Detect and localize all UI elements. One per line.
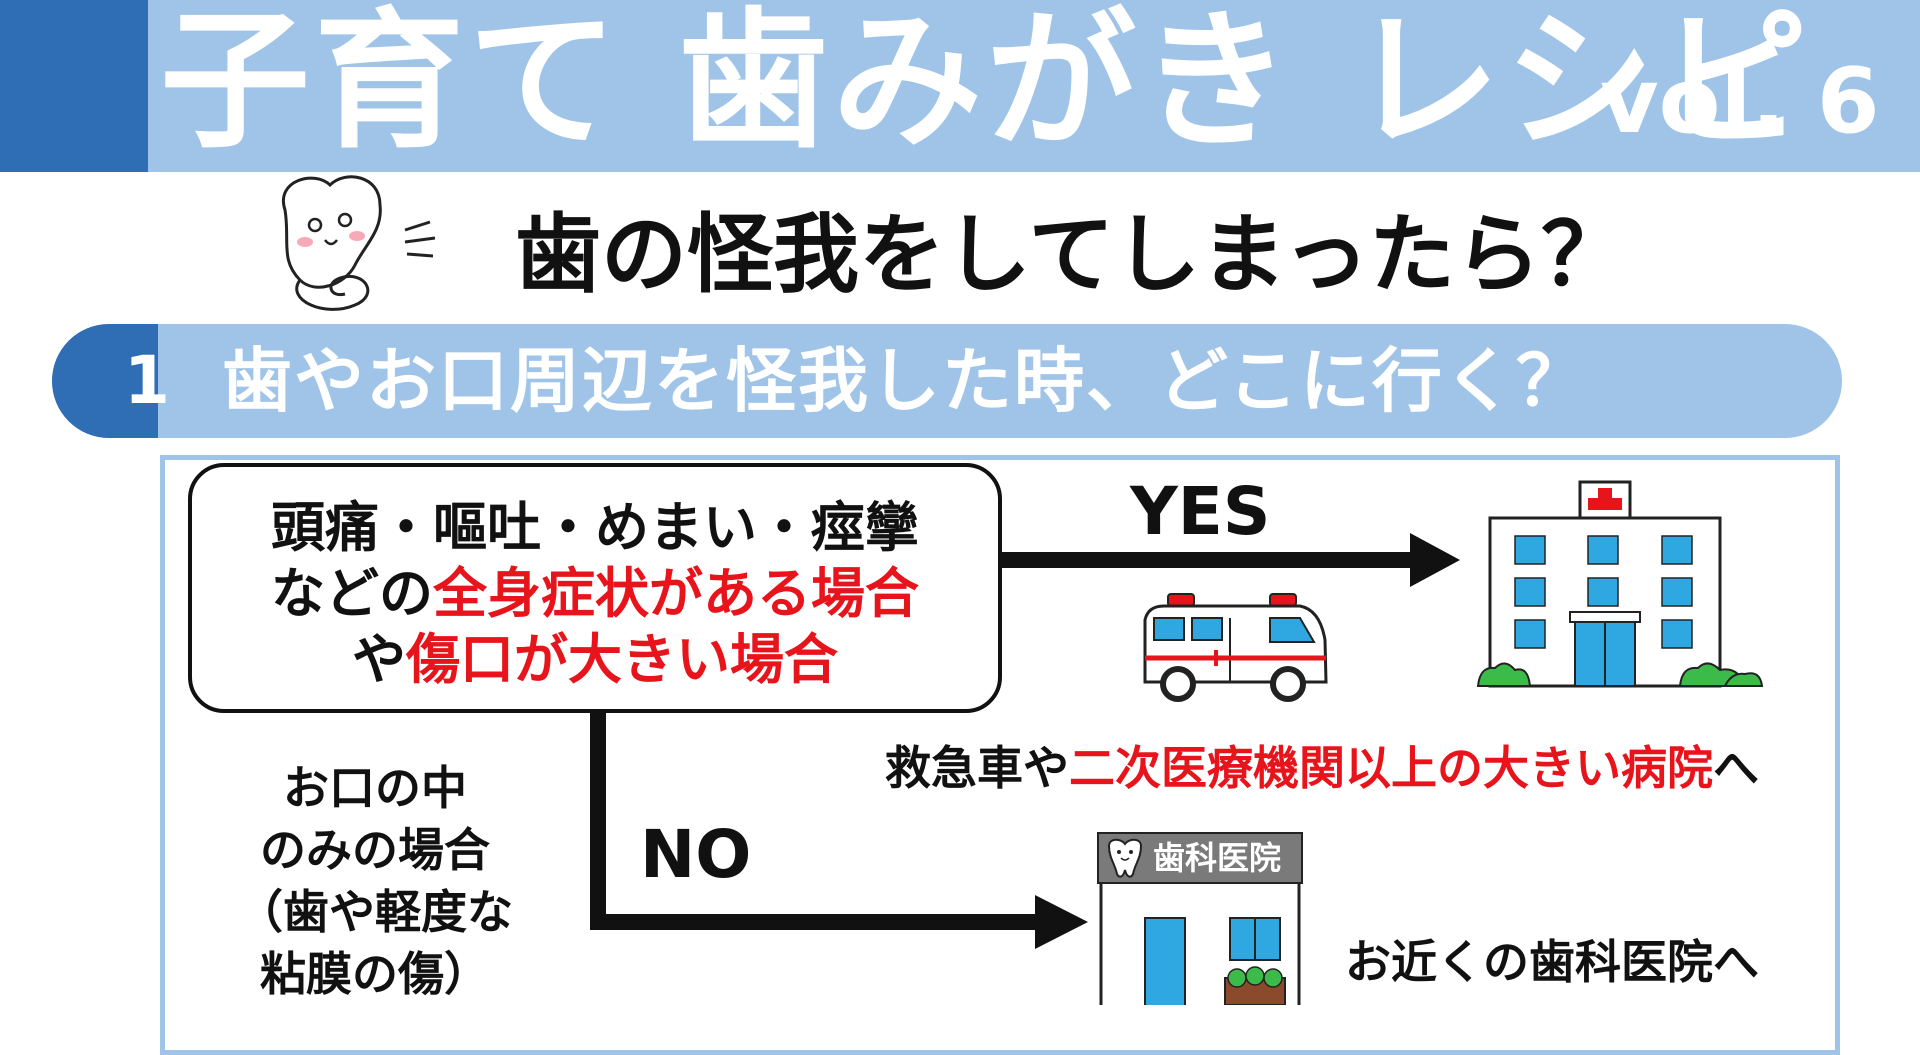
yes-destination: 救急車や二次医療機関以上の大きい病院へ bbox=[885, 733, 1759, 803]
ambulance-icon bbox=[1143, 593, 1328, 702]
section-number: 1 bbox=[124, 342, 170, 419]
flow-arrows bbox=[590, 533, 1460, 949]
no-destination: お近くの歯科医院へ bbox=[1345, 935, 1759, 989]
page-title: 子育て 歯みがき レシピ bbox=[160, 0, 1813, 169]
no-condition-line-4: 粘膜の傷） bbox=[260, 947, 490, 1001]
yes-destination-suffix: へ bbox=[1713, 741, 1759, 795]
yes-destination-highlight: 二次医療機関以上の大きい病院 bbox=[1069, 741, 1713, 795]
section-title: 歯やお口周辺を怪我した時、どこに行く？ bbox=[222, 340, 1588, 422]
condition-box bbox=[188, 463, 1002, 713]
yes-label: YES bbox=[1130, 473, 1271, 550]
dental-clinic-icon bbox=[1099, 880, 1301, 1005]
yes-destination-prefix: 救急車や bbox=[885, 741, 1069, 795]
volume-label: vol. 6 bbox=[1600, 49, 1880, 154]
header-accent-block bbox=[0, 0, 148, 172]
subtitle: 歯の怪我をしてしまったら？ bbox=[515, 205, 1627, 305]
section-header-bar bbox=[52, 324, 1842, 438]
no-label: NO bbox=[640, 816, 752, 893]
tooth-mascot-icon bbox=[281, 175, 436, 311]
section-number-block bbox=[52, 324, 158, 438]
no-arrow-head bbox=[1035, 895, 1088, 949]
hospital-icon bbox=[1476, 480, 1764, 688]
tooth-icon bbox=[1107, 838, 1143, 878]
condition-line-3-highlight: 傷口が大きい場合 bbox=[406, 628, 838, 691]
condition-line-2: などの全身症状がある場合 bbox=[188, 562, 1002, 626]
yes-arrow-head bbox=[1410, 533, 1460, 587]
condition-line-3-prefix: や bbox=[352, 628, 406, 691]
condition-line-3: や傷口が大きい場合 bbox=[188, 628, 1002, 692]
condition-line-2-highlight: 全身症状がある場合 bbox=[433, 562, 919, 625]
condition-line-2-prefix: などの bbox=[271, 562, 433, 625]
no-condition-line-3: （歯や軽度な bbox=[237, 885, 513, 939]
no-condition-line-1: お口の中 bbox=[283, 761, 467, 815]
no-condition-line-2: のみの場合 bbox=[260, 823, 490, 877]
header-banner bbox=[148, 0, 1920, 172]
condition-line-1: 頭痛・嘔吐・めまい・痙攣 bbox=[271, 496, 919, 559]
